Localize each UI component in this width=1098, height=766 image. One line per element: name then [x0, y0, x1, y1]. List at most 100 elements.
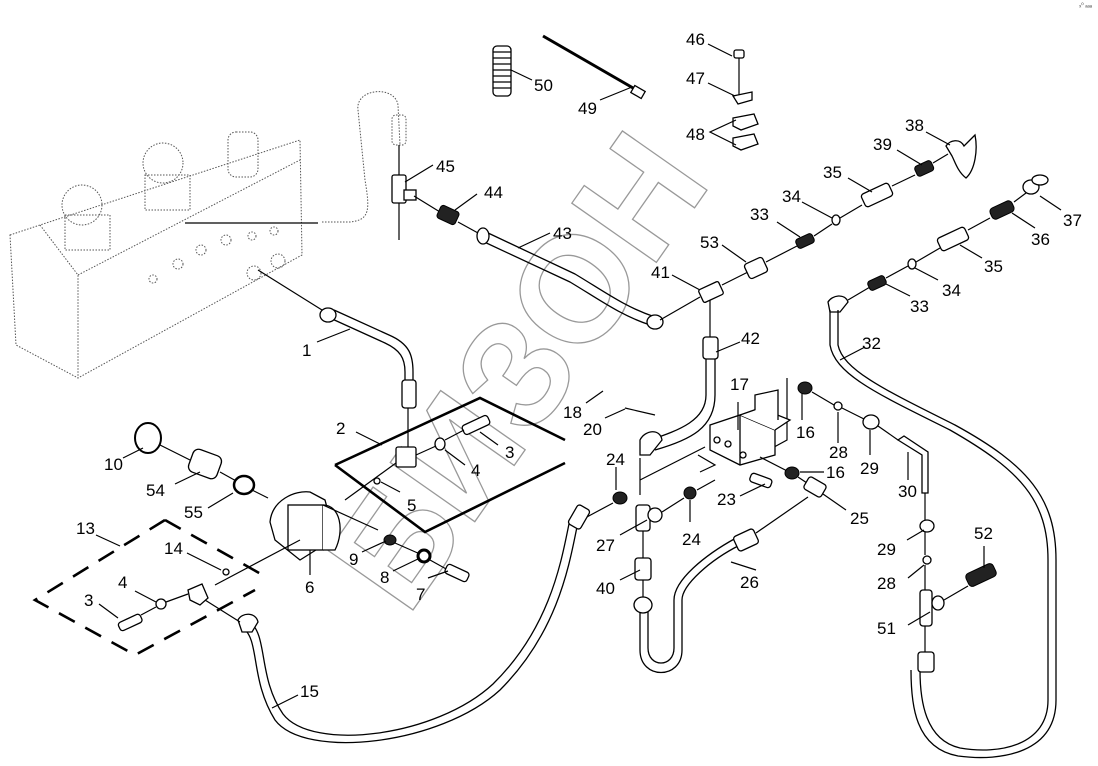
callout-47[interactable]: 47	[686, 69, 705, 88]
callout-8[interactable]: 8	[380, 568, 389, 587]
callout-38[interactable]: 38	[905, 116, 924, 135]
callout-35a[interactable]: 35	[823, 163, 842, 182]
callout-34b[interactable]: 34	[942, 281, 961, 300]
valve-block-17	[639, 389, 827, 498]
callout-5[interactable]: 5	[407, 496, 416, 515]
callout-16a[interactable]: 16	[796, 423, 815, 442]
callout-23[interactable]: 23	[717, 490, 736, 509]
callout-3[interactable]: 3	[505, 443, 514, 462]
callout-24a[interactable]: 24	[606, 450, 625, 469]
callout-40[interactable]: 40	[596, 579, 615, 598]
callout-16b[interactable]: 16	[826, 463, 845, 482]
callout-34a[interactable]: 34	[782, 187, 801, 206]
callout-28b[interactable]: 28	[877, 574, 896, 593]
adapter-39	[914, 160, 935, 177]
callout-52[interactable]: 52	[974, 524, 993, 543]
callout-30[interactable]: 30	[898, 482, 917, 501]
lower-middle-fittings	[584, 458, 809, 673]
callout-54[interactable]: 54	[146, 481, 165, 500]
accessory-parts	[492, 34, 759, 151]
adapter-40	[634, 557, 652, 581]
pipe-1	[257, 269, 417, 450]
callout-9[interactable]: 9	[349, 550, 358, 569]
callout-51[interactable]: 51	[877, 619, 896, 638]
pipe-30	[896, 435, 929, 494]
callout-36[interactable]: 36	[1031, 230, 1050, 249]
callout-46[interactable]: 46	[686, 30, 705, 49]
callout-44[interactable]: 44	[484, 183, 503, 202]
group-frame-13	[32, 518, 269, 657]
callout-42[interactable]: 42	[741, 329, 760, 348]
callout-2[interactable]: 2	[336, 419, 345, 438]
filter-6	[134, 422, 470, 586]
callout-41[interactable]: 41	[651, 263, 670, 282]
callout-29b[interactable]: 29	[877, 540, 896, 559]
callout-33a[interactable]: 33	[750, 205, 769, 224]
callout-26[interactable]: 26	[740, 573, 759, 592]
right-fitting-chain	[827, 174, 1049, 313]
cable-tie-49	[542, 34, 647, 100]
callout-37[interactable]: 37	[1063, 211, 1082, 230]
callout-3b[interactable]: 3	[84, 591, 93, 610]
callout-4b[interactable]: 4	[118, 573, 127, 592]
callout-32[interactable]: 32	[862, 334, 881, 353]
callout-28a[interactable]: 28	[829, 443, 848, 462]
hose-15	[237, 504, 591, 744]
plug-54	[187, 448, 223, 480]
hose-43	[476, 227, 664, 330]
bolt-7	[444, 563, 470, 583]
callout-20[interactable]: 20	[583, 420, 602, 439]
group-frame-2	[334, 396, 566, 534]
callout-35b[interactable]: 35	[984, 257, 1003, 276]
callout-50[interactable]: 50	[534, 76, 553, 95]
callout-25[interactable]: 25	[850, 509, 869, 528]
callout-labels: 1 2 3 4 5 6 7 8 9 10 13 14 4 3 15 16 16 …	[76, 30, 1082, 701]
callout-6[interactable]: 6	[305, 578, 314, 597]
hydraulic-tank	[9, 131, 318, 379]
callout-49[interactable]: 49	[578, 99, 597, 118]
callout-4[interactable]: 4	[471, 461, 480, 480]
spiral-guard-50	[492, 45, 512, 97]
callout-53[interactable]: 53	[700, 233, 719, 252]
hose-32	[829, 310, 1057, 759]
upper-fitting-chain	[659, 133, 977, 338]
fitting-25	[803, 476, 827, 498]
callout-33b[interactable]: 33	[910, 297, 929, 316]
nut-53	[743, 256, 769, 280]
callout-45[interactable]: 45	[436, 157, 455, 176]
callout-7[interactable]: 7	[416, 585, 425, 604]
tank-ports	[148, 226, 286, 284]
leader-lines	[95, 43, 1062, 709]
watermark: БИЗОН	[295, 103, 739, 637]
fitting-44	[436, 204, 460, 226]
callout-29a[interactable]: 29	[860, 459, 879, 478]
callout-27[interactable]: 27	[596, 536, 615, 555]
callout-48[interactable]: 48	[686, 125, 705, 144]
return-hose-ghost	[322, 91, 401, 223]
fitting-5-block	[395, 446, 417, 468]
callout-18[interactable]: 18	[563, 403, 582, 422]
callout-43[interactable]: 43	[553, 224, 572, 243]
tee-45	[391, 145, 479, 240]
callout-13[interactable]: 13	[76, 519, 95, 538]
callout-10[interactable]: 10	[104, 455, 123, 474]
fitting-33	[795, 233, 815, 249]
callout-14[interactable]: 14	[164, 539, 183, 558]
fitting-chain-16-29	[764, 378, 899, 453]
cap-38	[945, 133, 977, 179]
tee-51-assembly	[896, 435, 997, 673]
hose-42	[639, 336, 719, 456]
sensor-52	[965, 563, 997, 587]
watermark-text: БИЗОН	[296, 104, 739, 637]
callout-17[interactable]: 17	[730, 375, 749, 394]
callout-15[interactable]: 15	[300, 682, 319, 701]
callout-1[interactable]: 1	[302, 341, 311, 360]
callout-24b[interactable]: 24	[682, 530, 701, 549]
corner-mark: ₓ⁰ ₐₐₐ	[1079, 3, 1092, 9]
callout-39[interactable]: 39	[873, 135, 892, 154]
bolt-3b	[117, 613, 143, 632]
union-35	[860, 182, 894, 208]
bolt-23	[749, 472, 773, 489]
callout-55[interactable]: 55	[184, 503, 203, 522]
